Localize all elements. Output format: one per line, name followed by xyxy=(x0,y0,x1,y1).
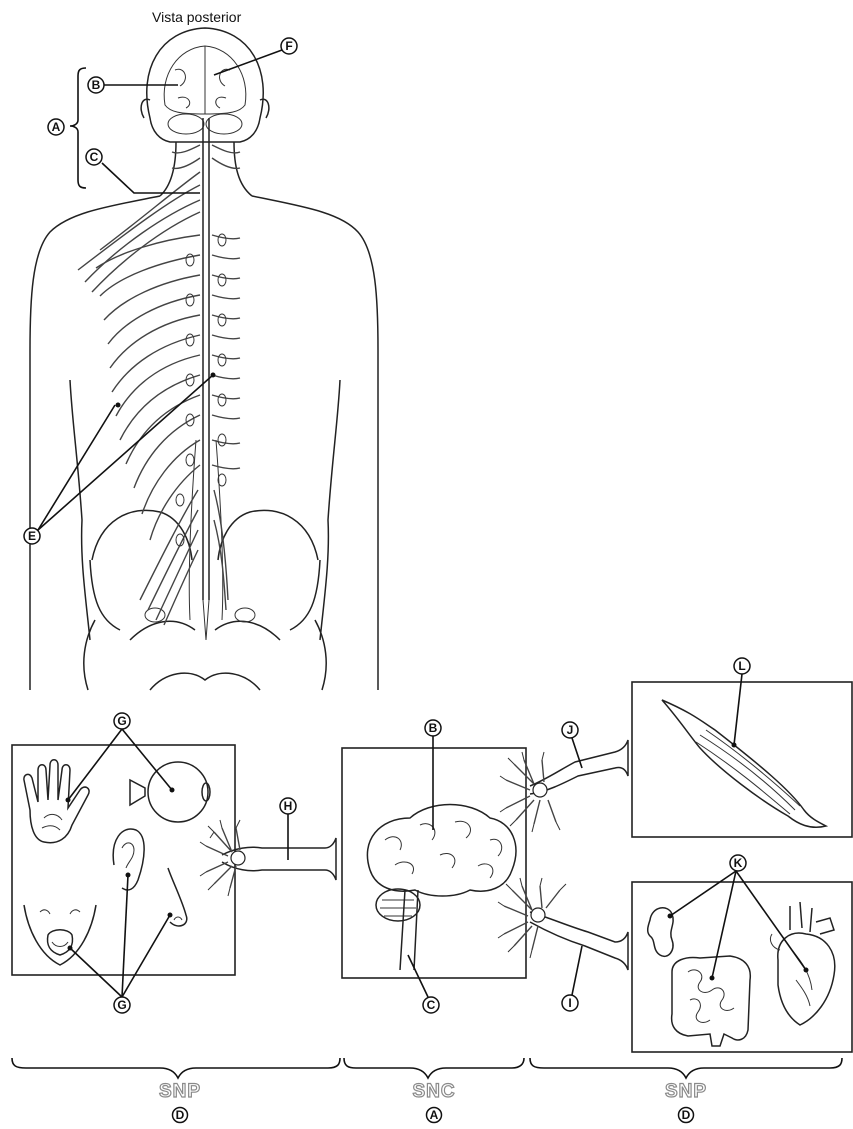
callout-H: H xyxy=(280,798,296,860)
cns-box xyxy=(342,748,526,978)
group-label-snc: SNC xyxy=(412,1081,455,1102)
callout-I: I xyxy=(562,946,582,1011)
svg-text:B: B xyxy=(92,78,101,92)
callout-J: J xyxy=(562,722,582,768)
svg-text:D: D xyxy=(682,1108,691,1122)
svg-text:K: K xyxy=(734,856,743,870)
figure-title: Vista posterior xyxy=(152,9,242,25)
svg-text:I: I xyxy=(568,996,571,1010)
svg-text:A: A xyxy=(52,120,61,134)
svg-text:D: D xyxy=(176,1108,185,1122)
group-label-snp-right: SNP xyxy=(665,1081,707,1102)
skeletal-muscle-box xyxy=(632,682,852,837)
svg-text:J: J xyxy=(567,723,574,737)
svg-text:F: F xyxy=(285,39,292,53)
svg-text:H: H xyxy=(284,799,293,813)
svg-text:B: B xyxy=(429,721,438,735)
svg-text:L: L xyxy=(738,659,745,673)
callout-A-top: A xyxy=(48,68,86,188)
svg-text:C: C xyxy=(90,150,99,164)
spinal-nerves xyxy=(78,145,240,625)
human-figure-posterior xyxy=(30,28,378,690)
group-letter-A-bottom: A xyxy=(427,1108,442,1123)
svg-text:A: A xyxy=(430,1108,439,1122)
group-letter-D-right: D xyxy=(679,1108,694,1123)
brace-snp-right xyxy=(530,1058,842,1078)
group-letter-D-left: D xyxy=(173,1108,188,1123)
callout-C-top: C xyxy=(86,149,200,193)
svg-text:C: C xyxy=(427,998,436,1012)
svg-text:G: G xyxy=(117,998,126,1012)
sensory-receptors-box xyxy=(12,745,235,975)
svg-text:E: E xyxy=(28,529,36,543)
brace-snp-left xyxy=(12,1058,340,1078)
svg-text:G: G xyxy=(117,714,126,728)
callout-E-top: E xyxy=(24,373,216,545)
brace-snc xyxy=(344,1058,524,1078)
group-label-snp-left: SNP xyxy=(159,1081,201,1102)
